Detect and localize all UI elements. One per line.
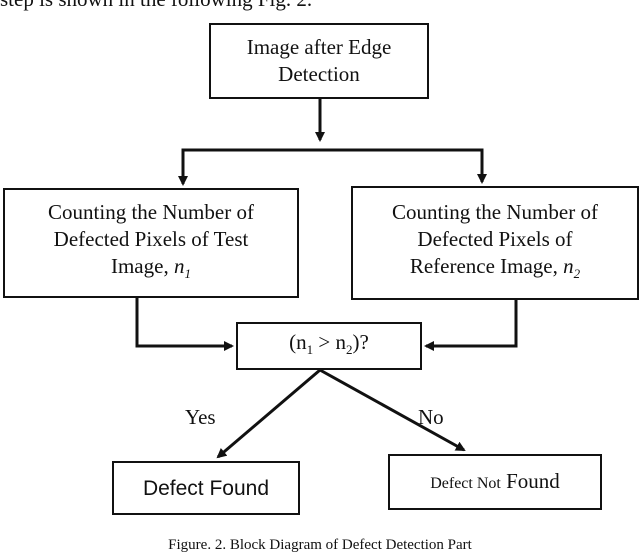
edge-detection-line2: Detection <box>278 62 360 86</box>
defect-not-found-small: Defect Not <box>430 474 501 492</box>
ref-count-sub: 2 <box>573 266 581 282</box>
edge-detection-node: Image after Edge Detection <box>209 23 429 99</box>
defect-found-text: Defect Found <box>142 476 270 500</box>
test-count-sub: 1 <box>184 266 191 282</box>
test-count-line3: Image, <box>110 253 174 278</box>
defect-not-found-node: Defect Not Found <box>388 454 602 510</box>
decision-node: (n1 > n2)? <box>236 322 422 370</box>
reference-count-node: Counting the Number of Defected Pixels o… <box>351 186 639 300</box>
yes-label: Yes <box>185 405 216 429</box>
test-to-decision-arrow <box>135 298 234 351</box>
test-count-node: Counting the Number of Defected Pixels o… <box>3 188 299 298</box>
no-arrow <box>319 368 466 452</box>
split-line <box>181 148 484 153</box>
defect-not-found-large: Found <box>500 468 560 493</box>
decision-open: (n <box>289 329 307 354</box>
test-count-var: n <box>173 253 185 278</box>
decision-mid: > n <box>313 329 346 354</box>
ref-count-line3: Reference Image, <box>409 253 564 278</box>
ref-count-line2: Defected Pixels of <box>417 226 573 251</box>
figure-caption: Figure. 2. Block Diagram of Defect Detec… <box>168 537 472 553</box>
decision-close: )? <box>352 329 369 354</box>
test-count-line2: Defected Pixels of Test <box>53 226 249 251</box>
yes-arrow <box>216 368 321 459</box>
test-count-line1: Counting the Number of <box>48 199 254 224</box>
ref-count-var: n <box>563 253 574 278</box>
ref-to-decision-arrow <box>424 300 518 351</box>
ref-count-line1: Counting the Number of <box>392 199 598 224</box>
no-label: No <box>418 405 444 429</box>
decision-sub2: 2 <box>346 342 353 358</box>
intro-text: step is shown in the following Fig. 2. <box>0 0 312 12</box>
decision-sub1: 1 <box>306 342 314 358</box>
edge-detection-line1: Image after Edge <box>246 35 392 59</box>
defect-found-node: Defect Found <box>112 461 300 515</box>
